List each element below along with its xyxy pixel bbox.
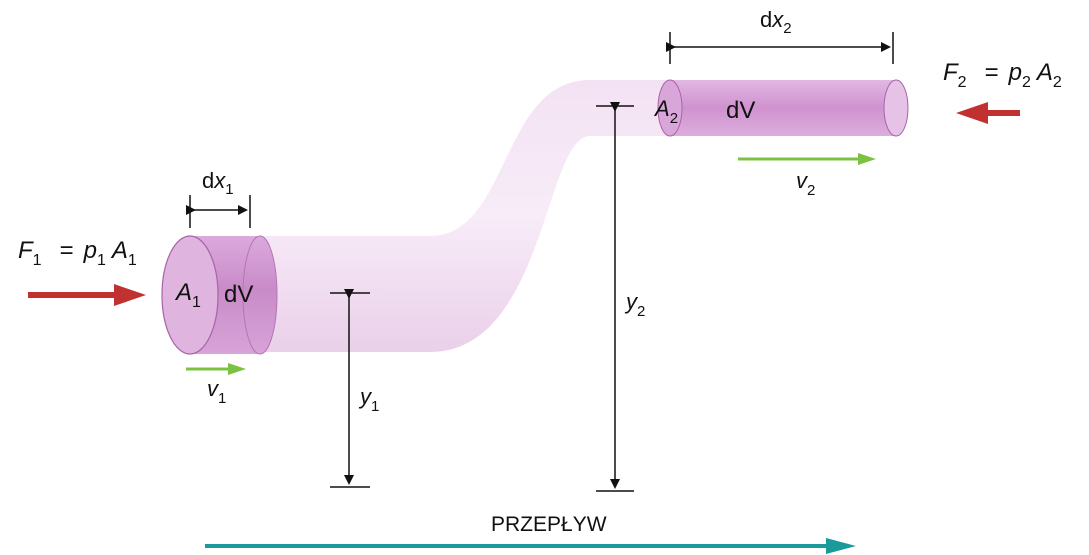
- force2-arrow: [956, 102, 1020, 124]
- height1-dimension: [330, 289, 370, 488]
- velocity2-arrow: [738, 153, 876, 165]
- height2-dimension: [596, 102, 634, 492]
- velocity1-arrow: [186, 363, 246, 375]
- right-area-face: [657, 79, 683, 137]
- dx2-label: dx2: [760, 7, 792, 37]
- flow-label: PRZEPŁYW: [491, 513, 607, 536]
- left-cylinder: [161, 235, 278, 355]
- volume1-label: dV: [224, 281, 253, 308]
- area2-label: A2: [653, 96, 678, 127]
- dx1-dimension: [186, 195, 251, 228]
- area1-label: A1: [174, 279, 201, 311]
- left-area-face: [161, 235, 219, 355]
- dx2-dimension: [666, 32, 894, 64]
- height2-label: y2: [624, 289, 645, 320]
- force1-arrow: [28, 284, 146, 306]
- velocity1-label: v1: [207, 376, 226, 407]
- right-cylinder: [657, 79, 909, 137]
- volume2-label: dV: [726, 97, 755, 124]
- dx1-label: dx1: [202, 168, 234, 198]
- flow-arrow: [205, 538, 856, 554]
- velocity2-label: v2: [796, 168, 815, 199]
- pipe-body: [190, 80, 900, 352]
- height1-label: y1: [358, 384, 379, 415]
